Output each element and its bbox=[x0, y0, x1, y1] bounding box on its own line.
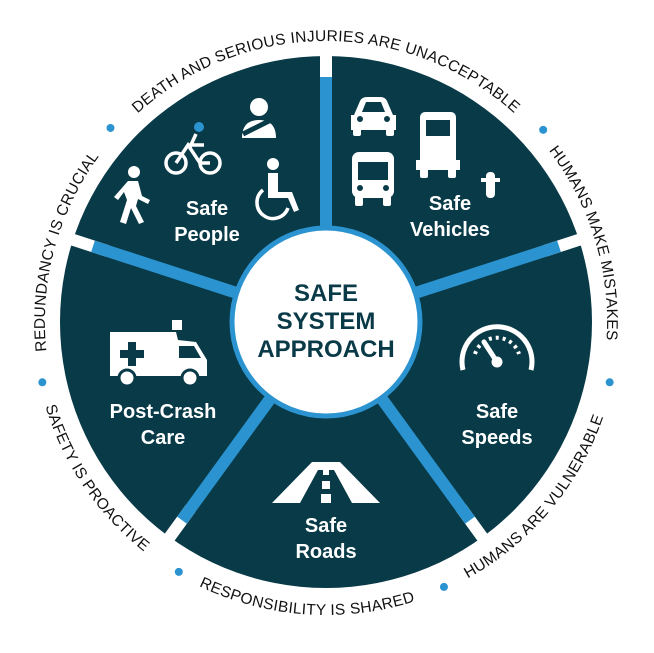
label-safe-people-2: People bbox=[174, 224, 240, 246]
bus-icon bbox=[352, 152, 394, 206]
label-safe-speeds-1: Safe bbox=[476, 401, 518, 423]
center-circle bbox=[229, 225, 423, 419]
label-post-crash-2: Care bbox=[141, 427, 185, 449]
seatbelt-passenger-icon bbox=[241, 98, 276, 138]
center-title-line-1: SAFE bbox=[294, 280, 358, 307]
ring-dot bbox=[38, 378, 47, 387]
wheelchair-icon bbox=[255, 158, 299, 221]
ambulance-icon bbox=[110, 320, 207, 388]
car-icon bbox=[351, 97, 396, 136]
center-title-line-2: SYSTEM bbox=[277, 308, 376, 335]
ring-dot bbox=[605, 378, 614, 387]
label-safe-people-1: Safe bbox=[186, 198, 228, 220]
label-safe-speeds-2: Speeds bbox=[461, 427, 532, 449]
motorcycle-icon bbox=[481, 172, 500, 198]
pedestrian-icon bbox=[114, 166, 150, 224]
road-icon bbox=[272, 462, 380, 503]
ring-dot bbox=[539, 125, 548, 134]
label-safe-roads-1: Safe bbox=[305, 515, 347, 537]
label-safe-roads-2: Roads bbox=[295, 541, 356, 563]
segment-dividers bbox=[65, 50, 587, 546]
bicycle-icon bbox=[164, 122, 222, 175]
ring-dot bbox=[439, 582, 448, 591]
ring-dots bbox=[38, 123, 614, 591]
label-safe-vehicles-1: Safe bbox=[429, 193, 471, 215]
label-post-crash-1: Post-Crash bbox=[110, 401, 217, 423]
center-title-line-3: APPROACH bbox=[257, 336, 394, 363]
label-safe-vehicles-2: Vehicles bbox=[410, 219, 490, 241]
divider-line-1 bbox=[409, 240, 561, 300]
truck-icon bbox=[416, 112, 460, 178]
divider-line-3 bbox=[177, 391, 278, 524]
divider-line-2 bbox=[374, 391, 475, 524]
speedometer-icon bbox=[459, 324, 535, 371]
ring-dot bbox=[174, 567, 183, 576]
ring-dot bbox=[106, 123, 115, 132]
divider-line-4 bbox=[91, 240, 243, 300]
